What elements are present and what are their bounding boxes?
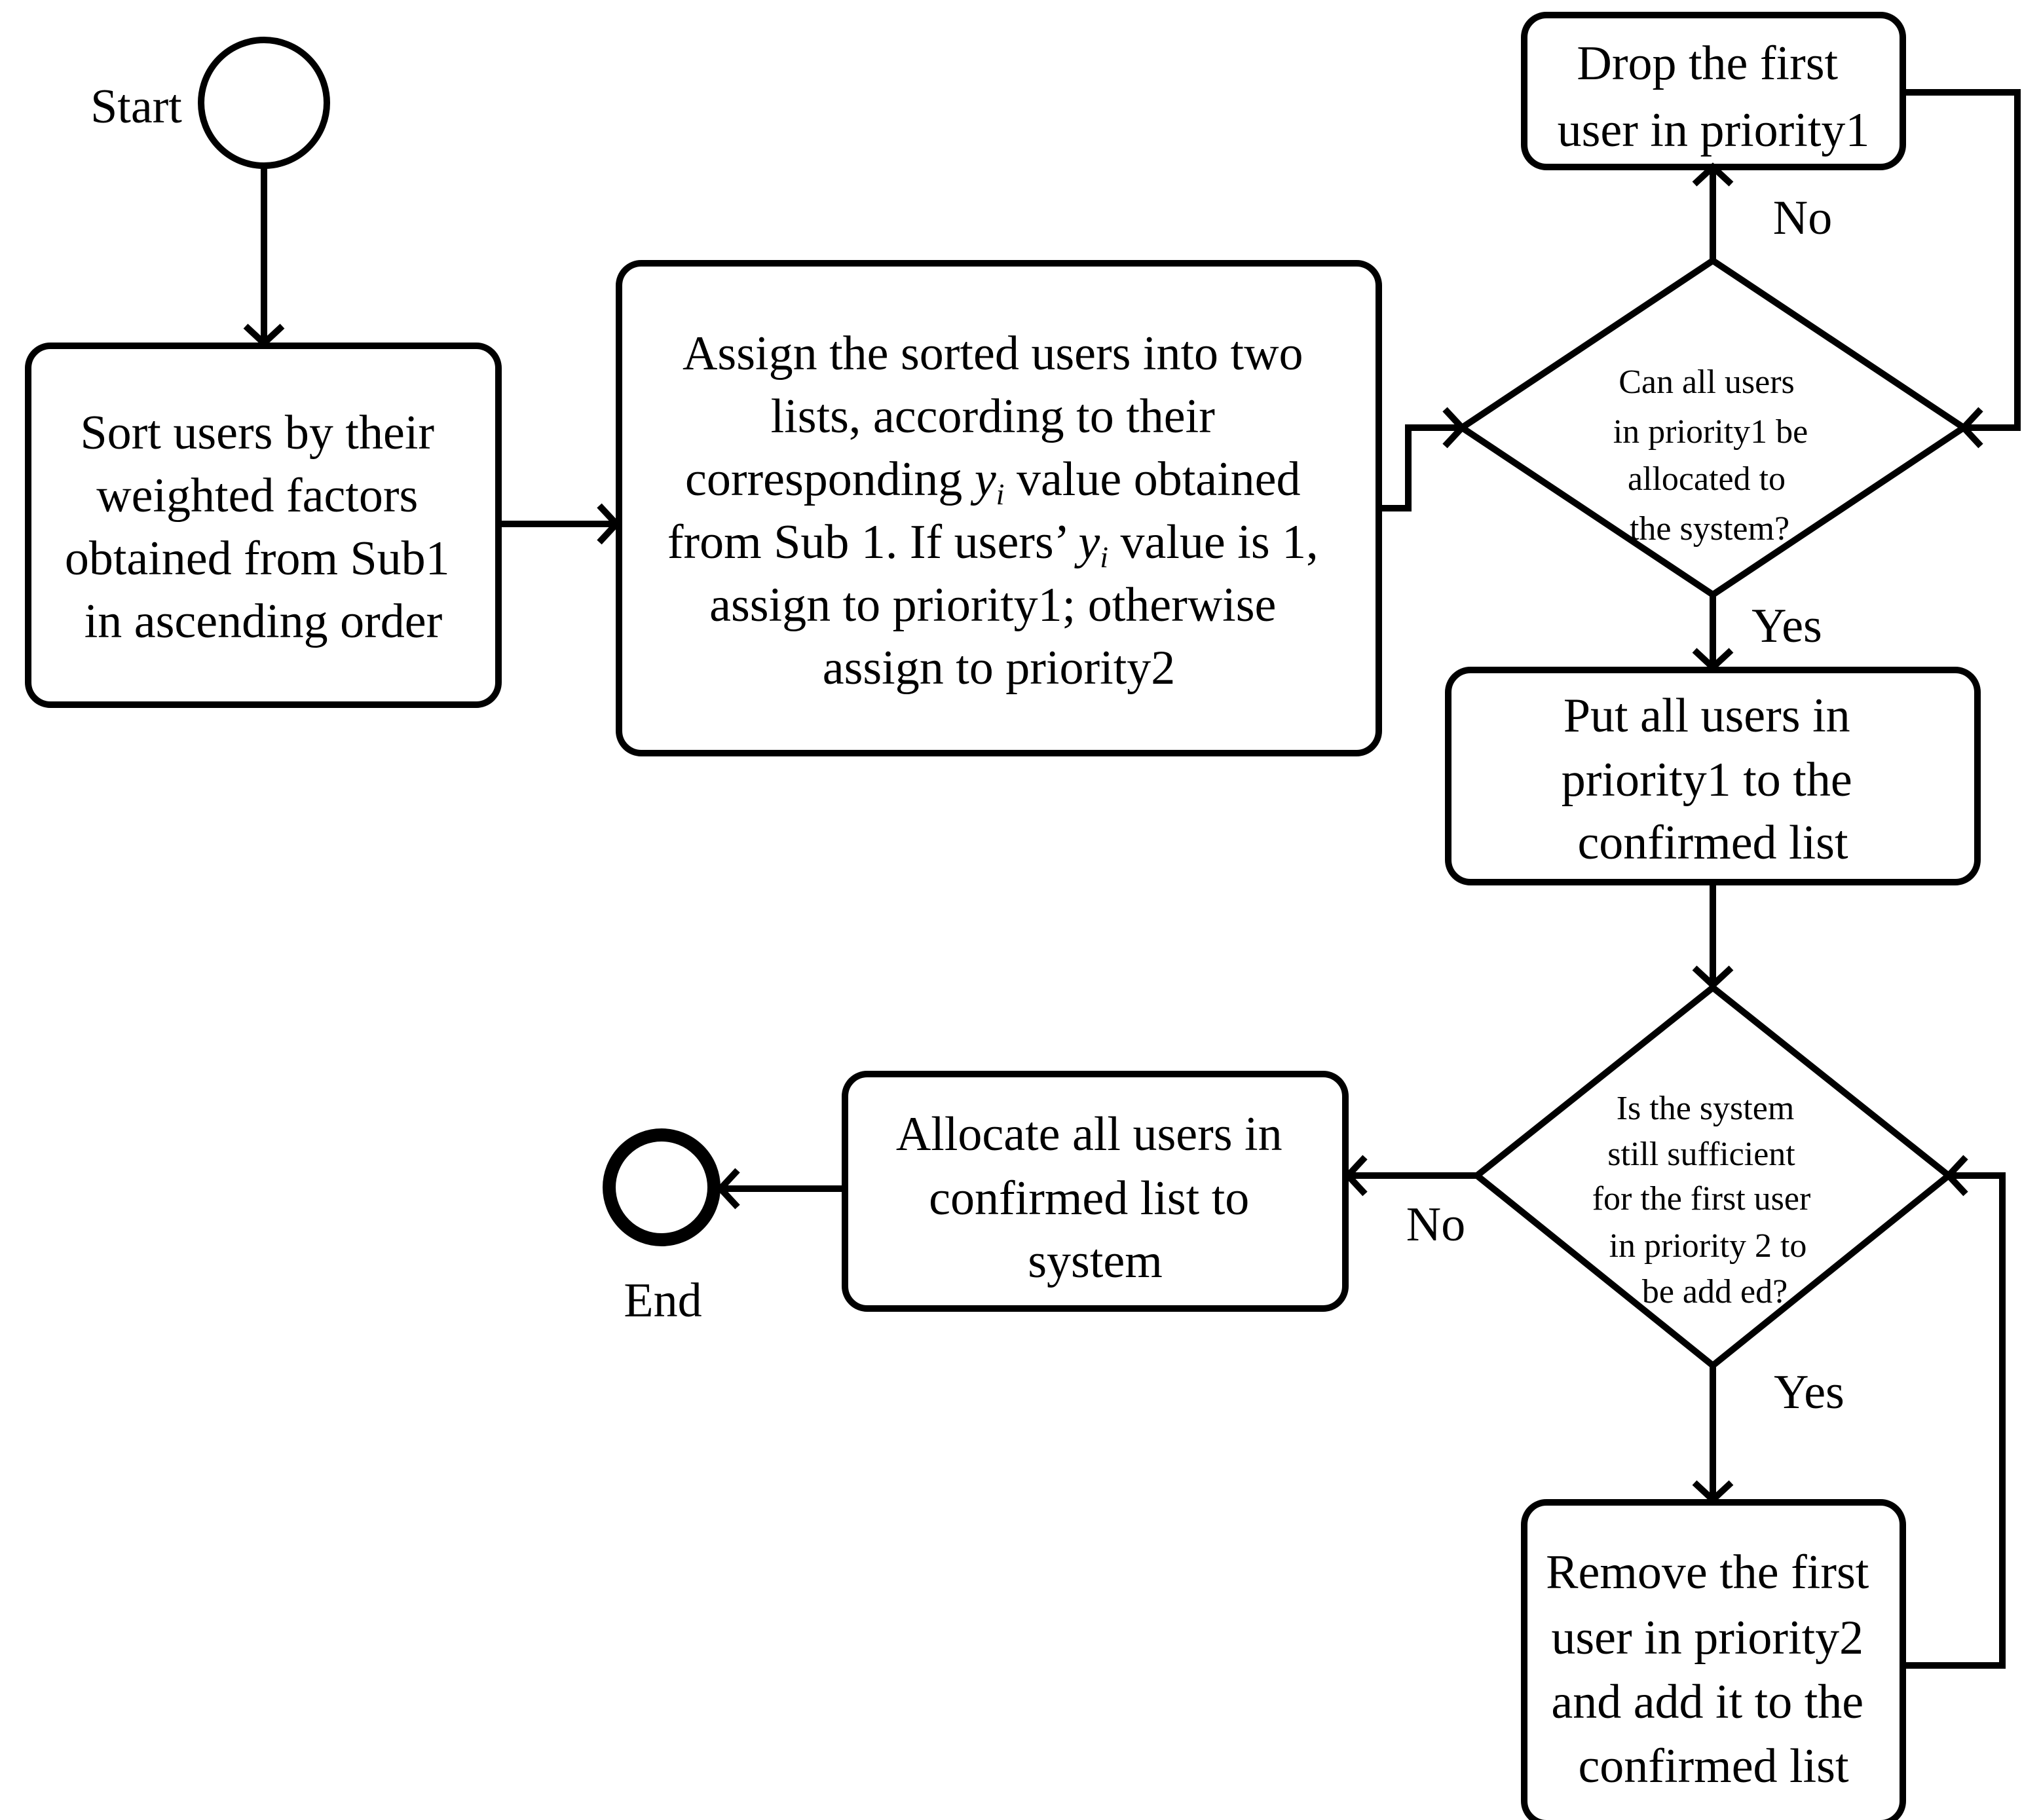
arrowhead-remove-to-decision2 [1944, 1155, 1968, 1197]
arrowhead-assign-to-decision1 [1442, 407, 1467, 449]
arrowhead-allocate-to-end [716, 1168, 740, 1210]
arrowhead-drop-to-decision1 [1959, 407, 1983, 449]
start-circle [198, 37, 330, 169]
decision-allocate-priority1-text: Can all users in priority1 be allocated … [1613, 363, 1817, 548]
edge-drop-to-decision1 [1903, 89, 2021, 431]
arrowhead-decision1-yes-to-put [1692, 648, 1734, 672]
edge-assign-to-decision1 [1379, 424, 1462, 511]
put-priority1-text: Put all users in priority1 to the confir… [1562, 689, 1864, 870]
arrowhead-start-to-sort [243, 324, 285, 348]
decision1-yes-label: Yes [1751, 599, 1822, 653]
drop-user-text: Drop the first user in priority1 [1558, 37, 1870, 157]
arrowhead-decision1-no-to-drop [1692, 162, 1734, 187]
arrowhead-sort-to-assign [597, 503, 621, 545]
decision2-no-label: No [1406, 1198, 1465, 1252]
arrowhead-decision2-yes-to-remove [1692, 1480, 1734, 1504]
sort-users-text: Sort users by their weighted factors obt… [65, 406, 462, 648]
allocate-users-text: Allocate all users in confirmed list to … [896, 1107, 1294, 1288]
arrowhead-put-to-decision2 [1692, 965, 1734, 990]
start-label: Start [90, 80, 182, 134]
remove-priority2-text: Remove the first user in priority2 and a… [1546, 1546, 1881, 1793]
decision2-yes-label: Yes [1774, 1365, 1844, 1419]
end-label: End [624, 1274, 702, 1328]
edge-remove-to-decision2 [1903, 1172, 2006, 1669]
sort-users-box [25, 343, 502, 708]
end-circle [603, 1128, 721, 1246]
decision1-no-label: No [1773, 191, 1832, 245]
assign-lists-text: Assign the sorted users into two lists, … [667, 327, 1330, 695]
arrowhead-decision2-no-to-allocate [1343, 1155, 1368, 1197]
decision-system-sufficient-text: Is the system still sufficient for the f… [1592, 1090, 1820, 1310]
